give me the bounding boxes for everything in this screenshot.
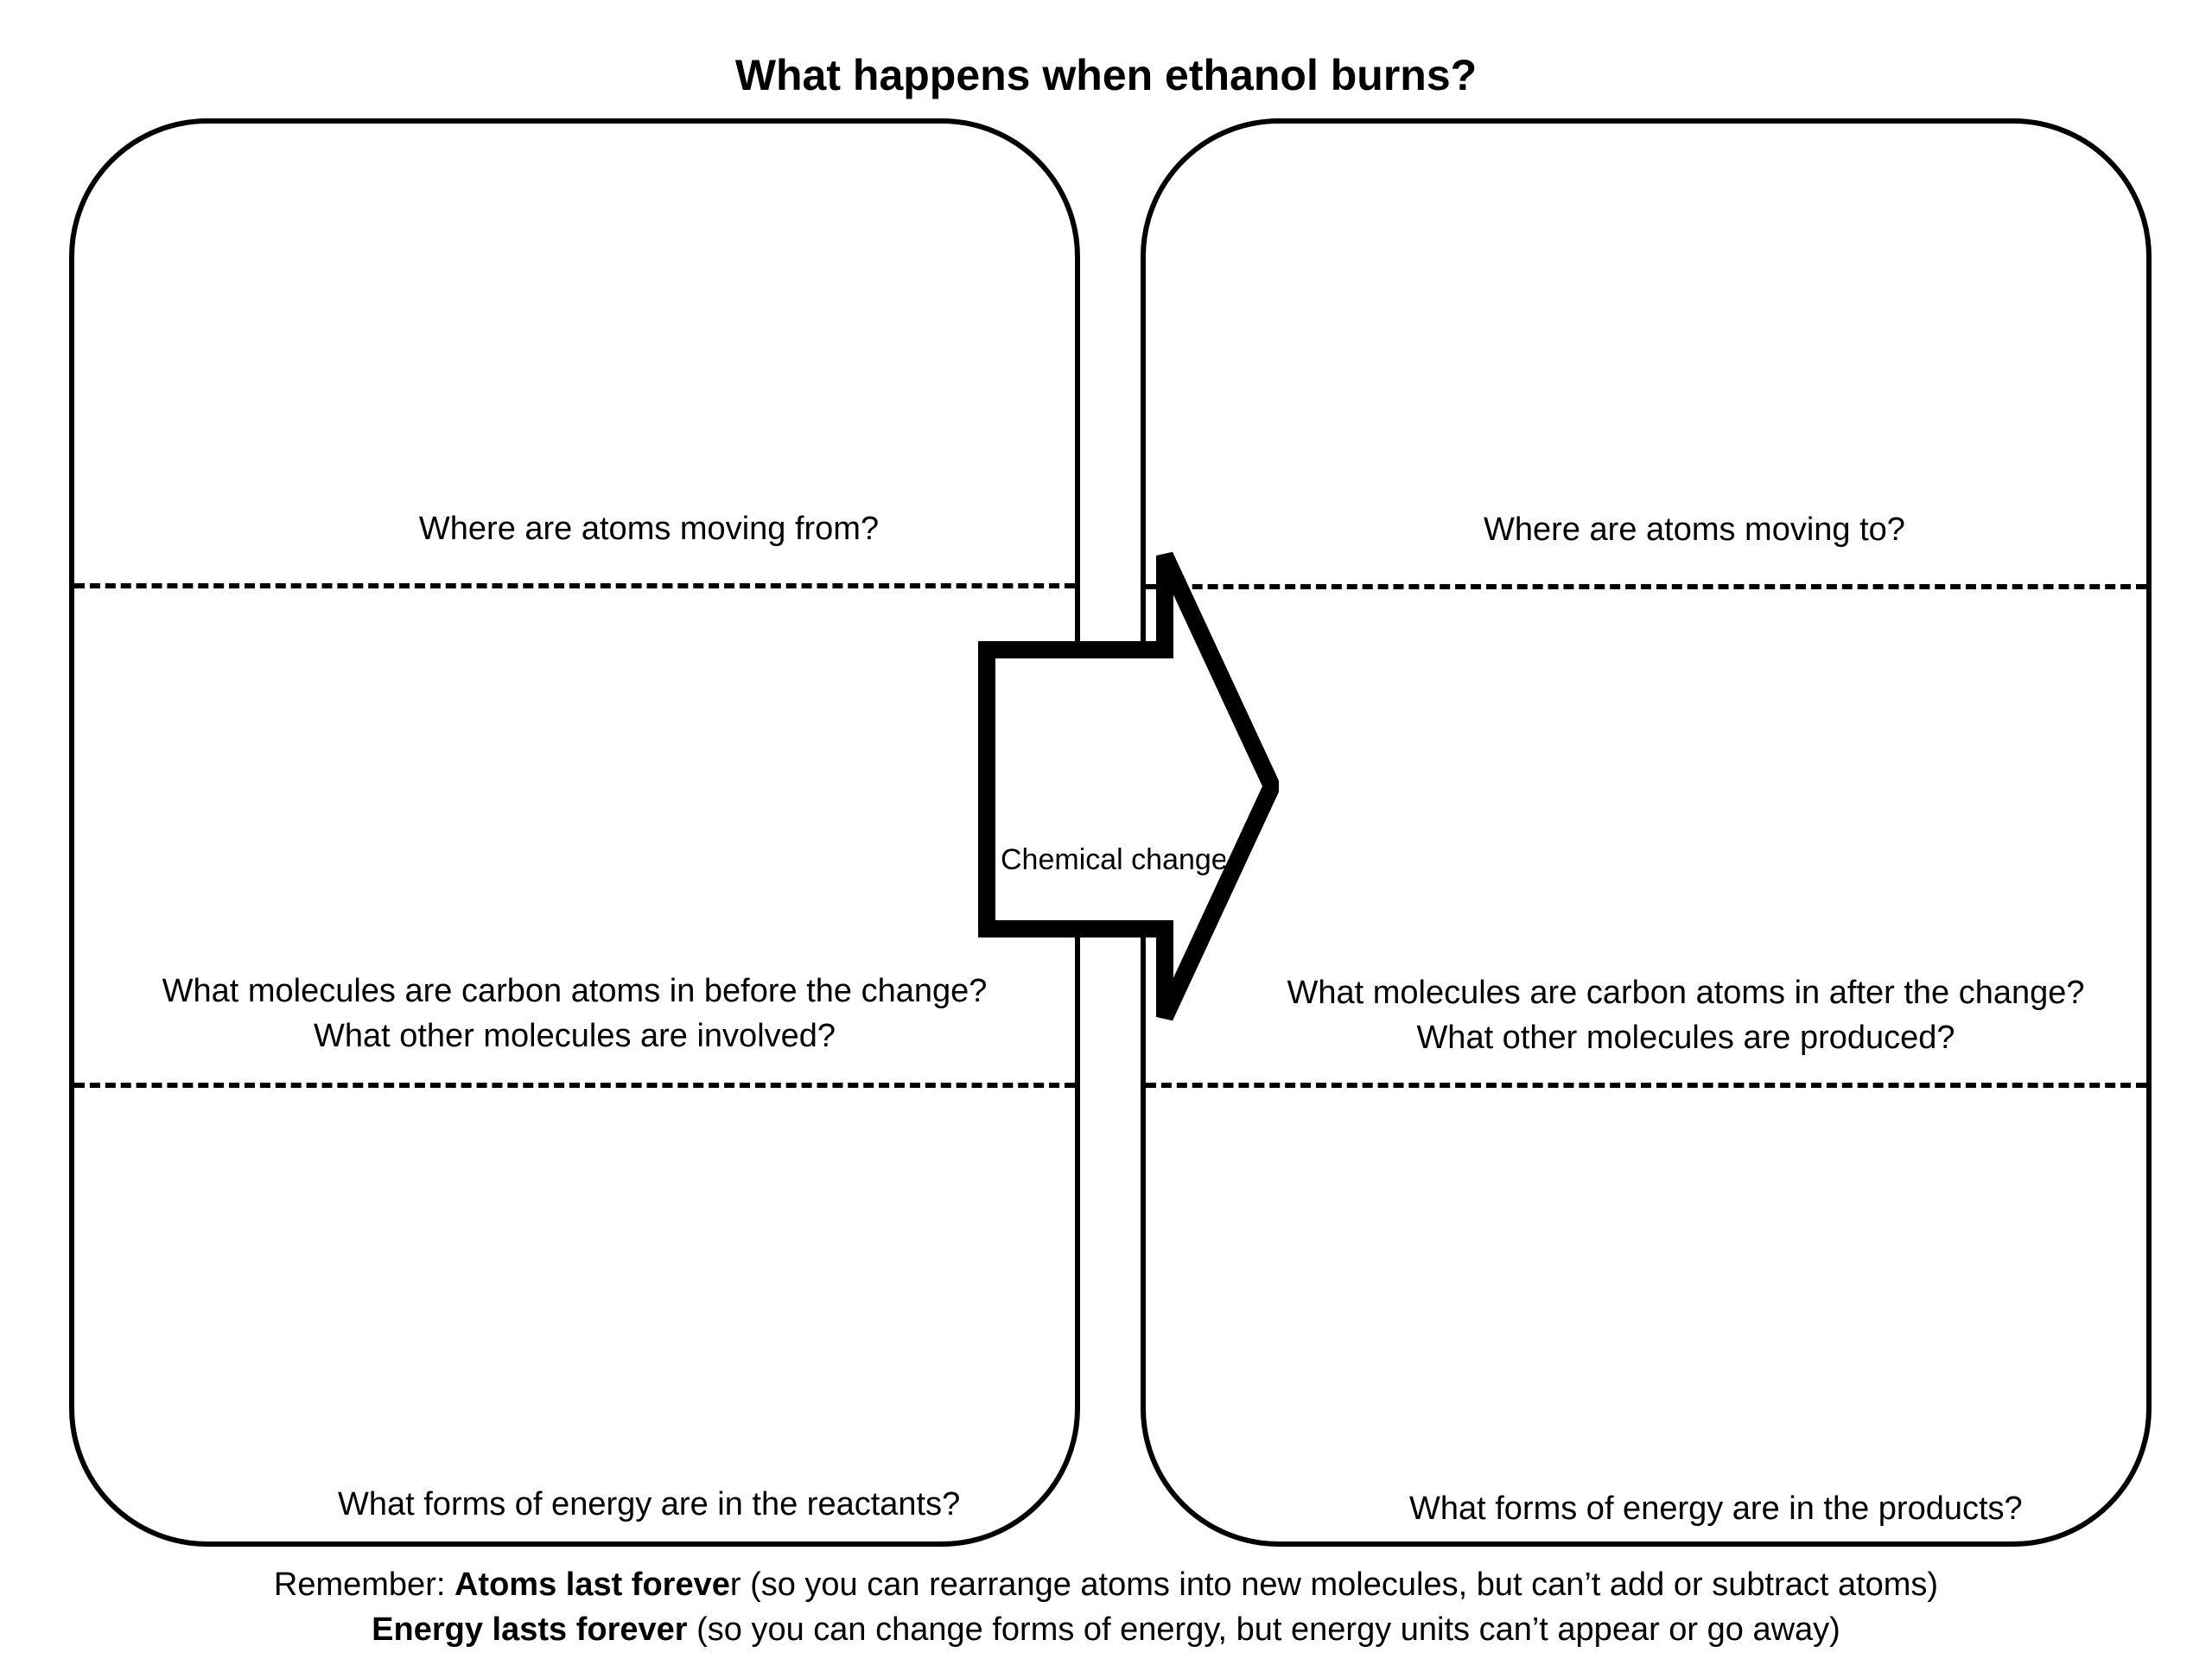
- products-panel: Where are atoms moving to? What molecule…: [1141, 118, 2152, 1547]
- right-question-carbon-molecules: What molecules are carbon atoms in after…: [1287, 975, 2085, 1011]
- right-divider-top: [1146, 584, 2146, 589]
- left-divider-top: [74, 583, 1075, 588]
- left-question-carbon-molecules: What molecules are carbon atoms in befor…: [162, 973, 988, 1009]
- left-question-energy-forms: What forms of energy are in the reactant…: [338, 1486, 961, 1522]
- footer-line-1: Remember: Atoms last forever (so you can…: [0, 1562, 2212, 1607]
- footer-atoms-rest: r (so you can rearrange atoms into new m…: [729, 1567, 1939, 1603]
- footer-remember-prefix: Remember:: [273, 1567, 454, 1603]
- right-divider-bottom: [1146, 1083, 2146, 1088]
- footer-atoms-bold: Atoms last foreve: [454, 1567, 730, 1603]
- left-question-atoms-from: Where are atoms moving from?: [418, 511, 880, 547]
- left-divider-bottom: [74, 1083, 1075, 1088]
- reactants-panel: Where are atoms moving from? What molecu…: [69, 118, 1080, 1547]
- chemical-change-arrow: Chemical change: [976, 540, 1279, 1033]
- footer-energy-bold: Energy lasts forever: [372, 1611, 688, 1648]
- left-question-other-molecules: What other molecules are involved?: [313, 1018, 836, 1054]
- right-question-energy-forms: What forms of energy are in the products…: [1409, 1491, 2023, 1527]
- page-title: What happens when ethanol burns?: [734, 51, 1478, 99]
- arrow-label: Chemical change: [1001, 843, 1225, 876]
- footer-energy-rest: (so you can change forms of energy, but …: [687, 1611, 1840, 1648]
- right-question-atoms-to: Where are atoms moving to?: [1484, 512, 1905, 548]
- footer-line-2: Energy lasts forever (so you can change …: [0, 1607, 2212, 1652]
- arrow-shape: [978, 551, 1279, 1021]
- right-question-other-molecules: What other molecules are produced?: [1416, 1020, 1955, 1056]
